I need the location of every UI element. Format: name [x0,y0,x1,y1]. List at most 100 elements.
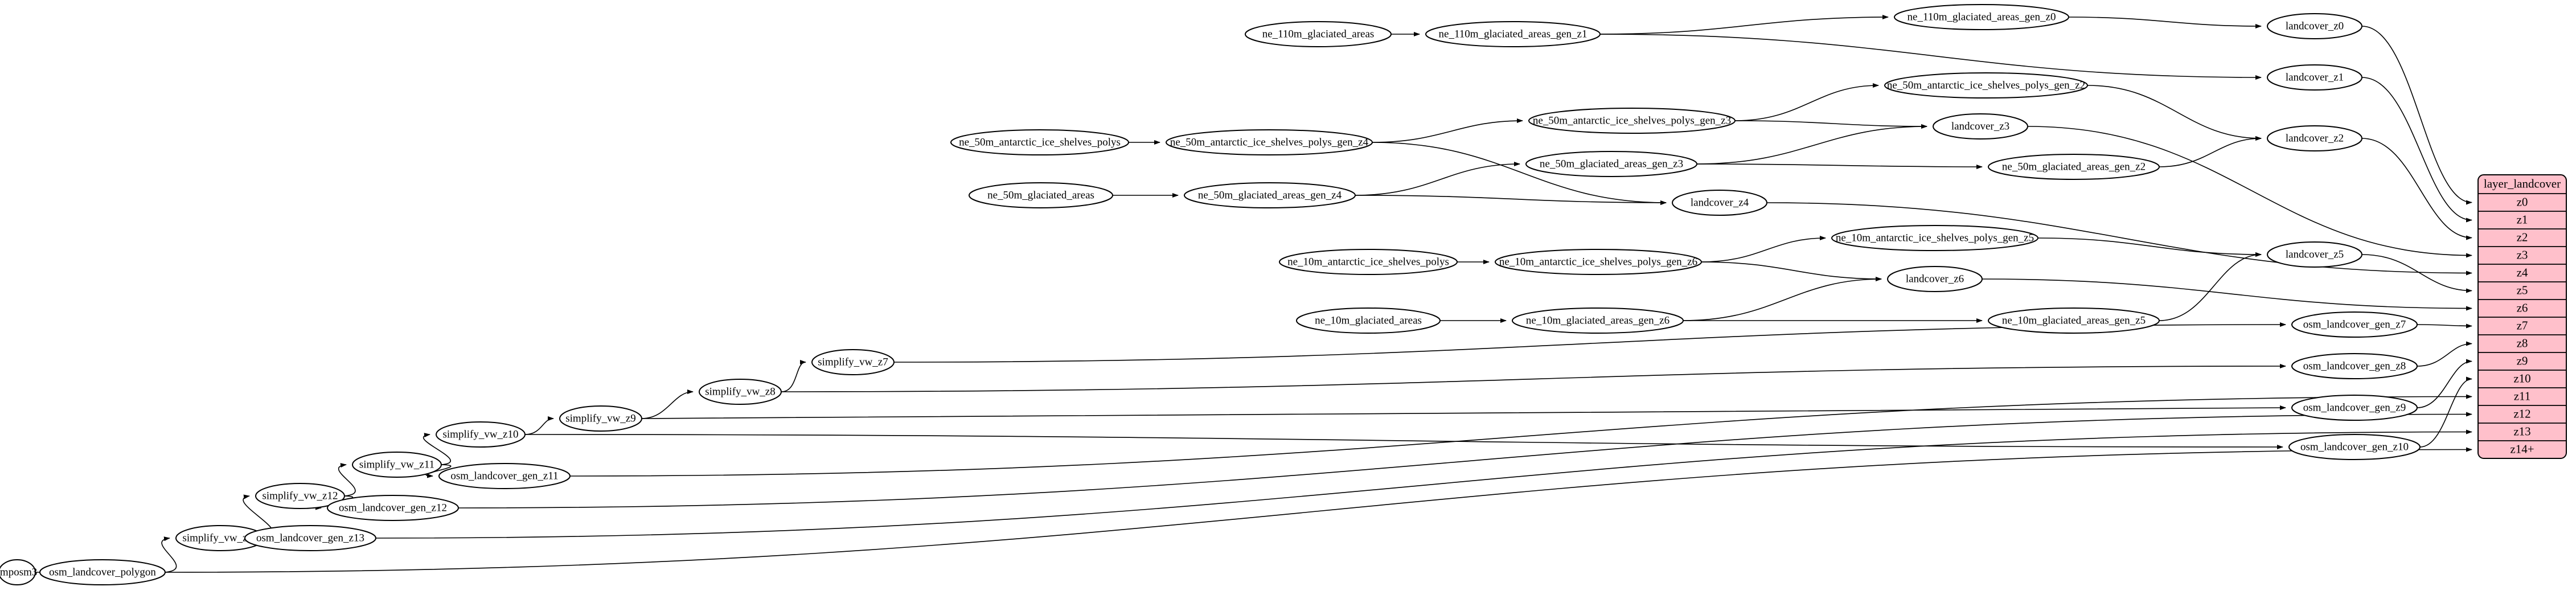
node-ellipse [352,452,442,478]
record-cell-z5[interactable]: z5 [2517,283,2528,297]
graph-node[interactable]: simplify_vw_z9 [559,405,642,432]
graph-node[interactable]: simplify_vw_z8 [699,379,782,405]
node-ellipse [436,421,526,448]
record-cell-z4[interactable]: z4 [2517,265,2528,279]
node-label: ne_10m_antarctic_ice_shelves_polys_gen_z… [1499,256,1697,268]
graph-edge [1982,278,2472,311]
record-cell-z8[interactable]: z8 [2517,336,2528,350]
record-cell-z3[interactable]: z3 [2517,248,2528,261]
graph-node[interactable]: landcover_z6 [1887,266,1983,292]
edges-layer [26,15,2472,575]
graph-edge [161,536,177,573]
graph-edge [2361,26,2472,205]
node-label: ne_10m_antarctic_ice_shelves_polys_gen_z… [1836,232,2034,244]
node-label: ne_50m_antarctic_ice_shelves_polys_gen_z… [1170,136,1369,148]
graph-node[interactable]: ne_50m_antarctic_ice_shelves_polys [950,129,1129,155]
record-cell-z6[interactable]: z6 [2517,301,2528,314]
graph-node[interactable]: ne_110m_glaciated_areas_gen_z1 [1425,21,1601,47]
record-cell-z1[interactable]: z1 [2517,212,2528,226]
graph-node[interactable]: ne_50m_glaciated_areas_gen_z3 [1525,151,1697,177]
node-ellipse [2291,311,2418,338]
graph-node[interactable]: ne_10m_antarctic_ice_shelves_polys_gen_z… [1495,249,1702,275]
node-label: ne_50m_antarctic_ice_shelves_polys_gen_z… [1533,114,1731,126]
record-cell-z12[interactable]: z12 [2513,407,2530,420]
node-ellipse [244,525,376,551]
node-label: ne_110m_glaciated_areas_gen_z1 [1439,28,1588,40]
graph-node[interactable]: ne_10m_glaciated_areas [1296,307,1441,334]
graph-edge [458,412,2472,509]
graph-node[interactable]: osm_landcover_gen_z13 [244,525,376,551]
graph-edge [1701,261,1882,281]
graph-node[interactable]: imposm3 [0,559,37,585]
graph-edge [2068,17,2262,28]
graph-node[interactable]: ne_10m_glaciated_areas_gen_z6 [1512,307,1684,334]
graph-edge [2417,341,2472,367]
graph-node[interactable]: osm_landcover_gen_z8 [2291,353,2418,379]
graph-edge [2159,252,2262,321]
graph-node[interactable]: ne_110m_glaciated_areas_gen_z0 [1894,4,2069,30]
graph-node[interactable]: simplify_vw_z7 [811,349,895,375]
node-label: osm_landcover_gen_z13 [256,532,364,544]
graph-node[interactable]: simplify_vw_z11 [352,452,442,478]
graph-node[interactable]: ne_50m_antarctic_ice_shelves_polys_gen_z… [1528,108,1736,134]
graph-node[interactable]: ne_50m_antarctic_ice_shelves_polys_gen_z… [1166,129,1373,155]
record-cell-z13[interactable]: z13 [2513,424,2530,438]
record-cell-z9[interactable]: z9 [2517,354,2528,367]
graph-edge [1696,124,1927,165]
record-cell-z14+[interactable]: z14+ [2510,442,2534,456]
node-ellipse [969,182,1113,208]
graph-edge [781,364,2286,392]
graph-node[interactable]: ne_10m_antarctic_ice_shelves_polys_gen_z… [1831,225,2038,251]
graph-node[interactable]: simplify_vw_z10 [436,421,526,448]
graph-node[interactable]: osm_landcover_gen_z10 [2288,434,2421,460]
node-ellipse [1887,266,1983,292]
graph-node[interactable]: ne_50m_glaciated_areas [969,182,1113,208]
graph-edge [423,433,452,465]
graph-node[interactable]: osm_landcover_polygon [39,559,166,585]
record-cell-z11[interactable]: z11 [2514,389,2531,403]
node-ellipse [2267,13,2362,39]
graph-node[interactable]: landcover_z4 [1672,190,1767,216]
record-cell-z7[interactable]: z7 [2517,318,2528,332]
node-label: ne_50m_antarctic_ice_shelves_polys_gen_z… [1887,79,2085,91]
graph-node[interactable]: osm_landcover_gen_z12 [327,495,459,521]
node-label: osm_landcover_polygon [49,566,156,578]
graph-node[interactable]: ne_50m_antarctic_ice_shelves_polys_gen_z… [1884,72,2088,99]
node-ellipse [2267,64,2362,91]
record-cell-z0[interactable]: z0 [2517,195,2528,208]
graph-node[interactable]: landcover_z1 [2267,64,2362,91]
graph-node[interactable]: landcover_z2 [2267,125,2362,151]
layer-landcover-record[interactable]: layer_landcoverz0z1z2z3z4z5z6z7z8z9z10z1… [2477,174,2567,459]
graph-edge [1696,163,1983,169]
graph-edge [2087,85,2262,141]
graph-edge [2417,323,2472,329]
record-cell-z10[interactable]: z10 [2513,371,2530,385]
node-label: osm_landcover_gen_z12 [339,502,447,514]
graph-node[interactable]: osm_landcover_gen_z9 [2291,395,2418,421]
node-ellipse [0,559,36,585]
graph-node[interactable]: simplify_vw_z12 [255,483,345,509]
graph-node[interactable]: osm_landcover_gen_z11 [438,463,571,489]
graph-edge [1734,83,1879,121]
graph-node[interactable]: ne_10m_glaciated_areas_gen_z5 [1988,307,2160,334]
graph-edge [524,416,554,435]
graph-edge [1599,34,2262,80]
graph-edge [1599,15,1889,35]
graph-node[interactable]: osm_landcover_gen_z7 [2291,311,2418,338]
graph-edge [569,394,2472,477]
graph-node[interactable]: landcover_z0 [2267,13,2362,39]
graph-node[interactable]: landcover_z3 [1933,113,2028,140]
graph-node[interactable]: ne_50m_glaciated_areas_gen_z4 [1184,182,1356,208]
graph-node[interactable]: simplify_vw_z13 [175,525,265,551]
graph-node[interactable]: ne_10m_antarctic_ice_shelves_polys [1279,249,1458,275]
graph-edge [641,389,694,419]
node-ellipse [1166,129,1373,155]
record-cell-z2[interactable]: z2 [2517,230,2528,244]
graph-edge [524,434,2283,449]
graph-edge [338,463,356,497]
node-label: simplify_vw_z11 [359,458,434,470]
graph-edge [1766,202,2472,276]
graph-node[interactable]: ne_50m_glaciated_areas_gen_z2 [1988,154,2160,180]
graph-node[interactable]: ne_110m_glaciated_areas [1245,21,1392,47]
graph-node[interactable]: landcover_z5 [2267,241,2362,268]
